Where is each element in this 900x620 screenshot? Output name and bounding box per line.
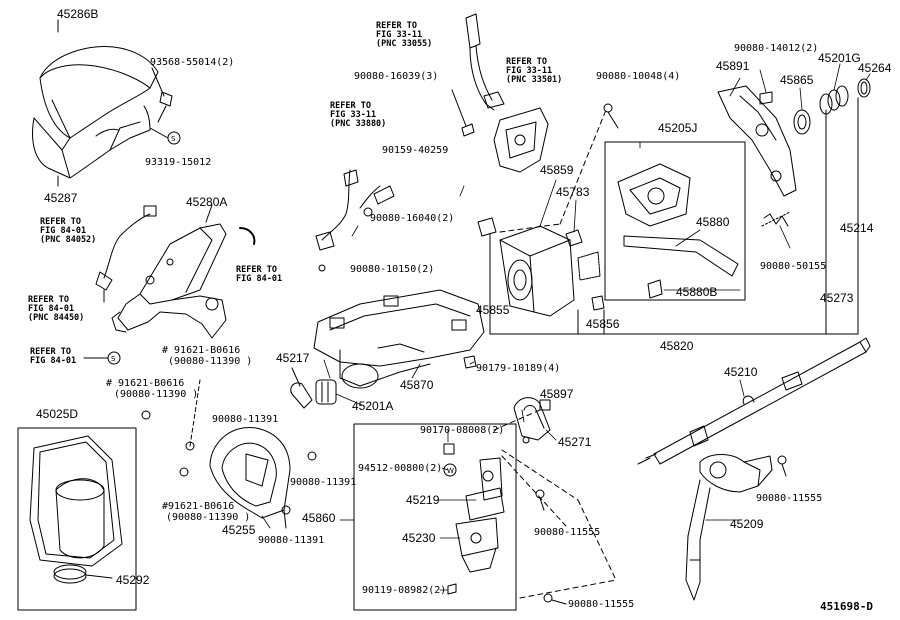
label-45273: 45273 <box>820 291 854 305</box>
label-45214: 45214 <box>840 221 874 235</box>
label-leaders <box>261 63 871 591</box>
label-45860: 45860 <box>302 511 336 525</box>
column-tube-illustration <box>111 204 256 339</box>
dashed-leaders <box>493 109 617 599</box>
label-45891: 45891 <box>716 59 750 73</box>
label-45025d: 45025D <box>36 407 79 421</box>
label-90170-08008: 90170-08008(2) <box>420 425 505 436</box>
label-45856: 45856 <box>586 317 620 331</box>
label-90080-11391-b: 90080-11391 <box>290 477 357 488</box>
collar-illustration <box>513 397 551 444</box>
group-bracket-lines <box>489 97 859 335</box>
svg-text:S: S <box>111 355 116 363</box>
label-90080-11555-b: 90080-11555 <box>568 599 635 610</box>
label-91621-b0616-c: #91621-B0616 <box>162 501 235 512</box>
label-93319-15012: 93319-15012 <box>145 157 212 168</box>
tilt-mechanism-box: W <box>353 423 517 611</box>
label-90080-10048: 90080-10048(4) <box>596 71 681 82</box>
steering-shaft-illustration <box>637 337 871 465</box>
label-45859: 45859 <box>540 163 574 177</box>
lever-bracket-illustration <box>717 78 871 227</box>
tilt-housing-illustration <box>477 103 619 317</box>
label-45209: 45209 <box>730 517 764 531</box>
label-45271: 45271 <box>558 435 592 449</box>
bolts-45860 <box>535 489 567 605</box>
label-94512-00800: 94512-00800(2) <box>358 463 443 474</box>
tilt-lever-box <box>604 141 746 301</box>
harness-illustration <box>95 205 157 303</box>
label-90080-16040: 90080-16040(2) <box>370 213 455 224</box>
label-45219: 45219 <box>406 493 440 507</box>
s-symbol: S <box>83 351 121 365</box>
label-45880: 45880 <box>696 215 730 229</box>
label-45230: 45230 <box>402 531 436 545</box>
refer-fig-84-01-b: REFER TO FIG 84-01 <box>30 347 77 366</box>
label-90080-10150: 90080-10150(2) <box>350 264 435 275</box>
label-45292: 45292 <box>116 573 150 587</box>
label-91621-b0616-a: # 91621-B0616 <box>162 345 241 356</box>
label-91621-b0616-b: # 91621-B0616 <box>106 378 185 389</box>
label-45280a: 45280A <box>186 195 228 209</box>
label-45880b: 45880B <box>676 285 718 299</box>
diagram-id: 451698-D <box>820 600 873 613</box>
label-45783: 45783 <box>556 185 590 199</box>
label-45201a: 45201A <box>352 399 394 413</box>
label-90080-11391-a: 90080-11391 <box>212 414 279 425</box>
label-45286b: 45286B <box>57 7 99 21</box>
label-90080-11555-a: 90080-11555 <box>534 527 601 538</box>
label-90080-50155: 90080-50155 <box>760 261 827 272</box>
boot-illustration <box>209 427 317 529</box>
label-45264: 45264 <box>858 61 892 75</box>
refer-fig-33-11-pnc-33880: REFER TO FIG 33-11 (PNC 33880) <box>330 101 387 129</box>
label-90080-16039: 90080-16039(3) <box>354 71 439 82</box>
label-45201g: 45201G <box>818 51 861 65</box>
label-90080-11391-c: 90080-11391 <box>258 535 325 546</box>
label-90179-10189: 90179-10189(4) <box>476 363 561 374</box>
upper-column-cover-illustration: S <box>32 19 181 187</box>
label-90080-11390-a: (90080-11390 ) <box>168 356 253 367</box>
label-90119-08982: 90119-08982(2) <box>362 585 447 596</box>
column-bracket-illustration <box>313 289 485 389</box>
label-45205j: 45205J <box>658 121 698 135</box>
label-45217: 45217 <box>276 351 310 365</box>
svg-text:S: S <box>171 135 176 143</box>
label-45897: 45897 <box>540 387 574 401</box>
svg-text:W: W <box>447 467 454 475</box>
label-90080-11555-c: 90080-11555 <box>756 493 823 504</box>
lock-parts-illustration <box>290 367 337 409</box>
shift-lever-illustration <box>451 13 549 173</box>
refer-fig-84-01-a: REFER TO FIG 84-01 <box>236 265 283 284</box>
label-45865: 45865 <box>780 73 814 87</box>
refer-fig-84-01-pnc-84052: REFER TO FIG 84-01 (PNC 84052) <box>40 217 97 245</box>
label-45287: 45287 <box>44 191 78 205</box>
label-93568-55014: 93568-55014(2) <box>150 57 235 68</box>
switch-wire-illustration <box>315 169 395 272</box>
refer-fig-33-11-pnc-33055: REFER TO FIG 33-11 (PNC 33055) <box>376 21 433 49</box>
label-90159-40259: 90159-40259 <box>382 145 449 156</box>
refer-fig-84-01-pnc-84450: REFER TO FIG 84-01 (PNC 84450) <box>28 295 85 323</box>
label-45870: 45870 <box>400 378 434 392</box>
refer-fig-33-11-pnc-33501: REFER TO FIG 33-11 (PNC 33501) <box>506 57 563 85</box>
label-90080-11390-b: (90080-11390 ) <box>114 389 199 400</box>
boot-assembly-box <box>17 379 201 611</box>
intermediate-shaft-illustration <box>685 454 787 601</box>
label-90080-11390-c: (90080-11390 ) <box>166 512 251 523</box>
label-45255: 45255 <box>222 523 256 537</box>
label-45820: 45820 <box>660 339 694 353</box>
label-90080-14012: 90080-14012(2) <box>734 43 819 54</box>
label-45855: 45855 <box>476 303 510 317</box>
label-45210: 45210 <box>724 365 758 379</box>
